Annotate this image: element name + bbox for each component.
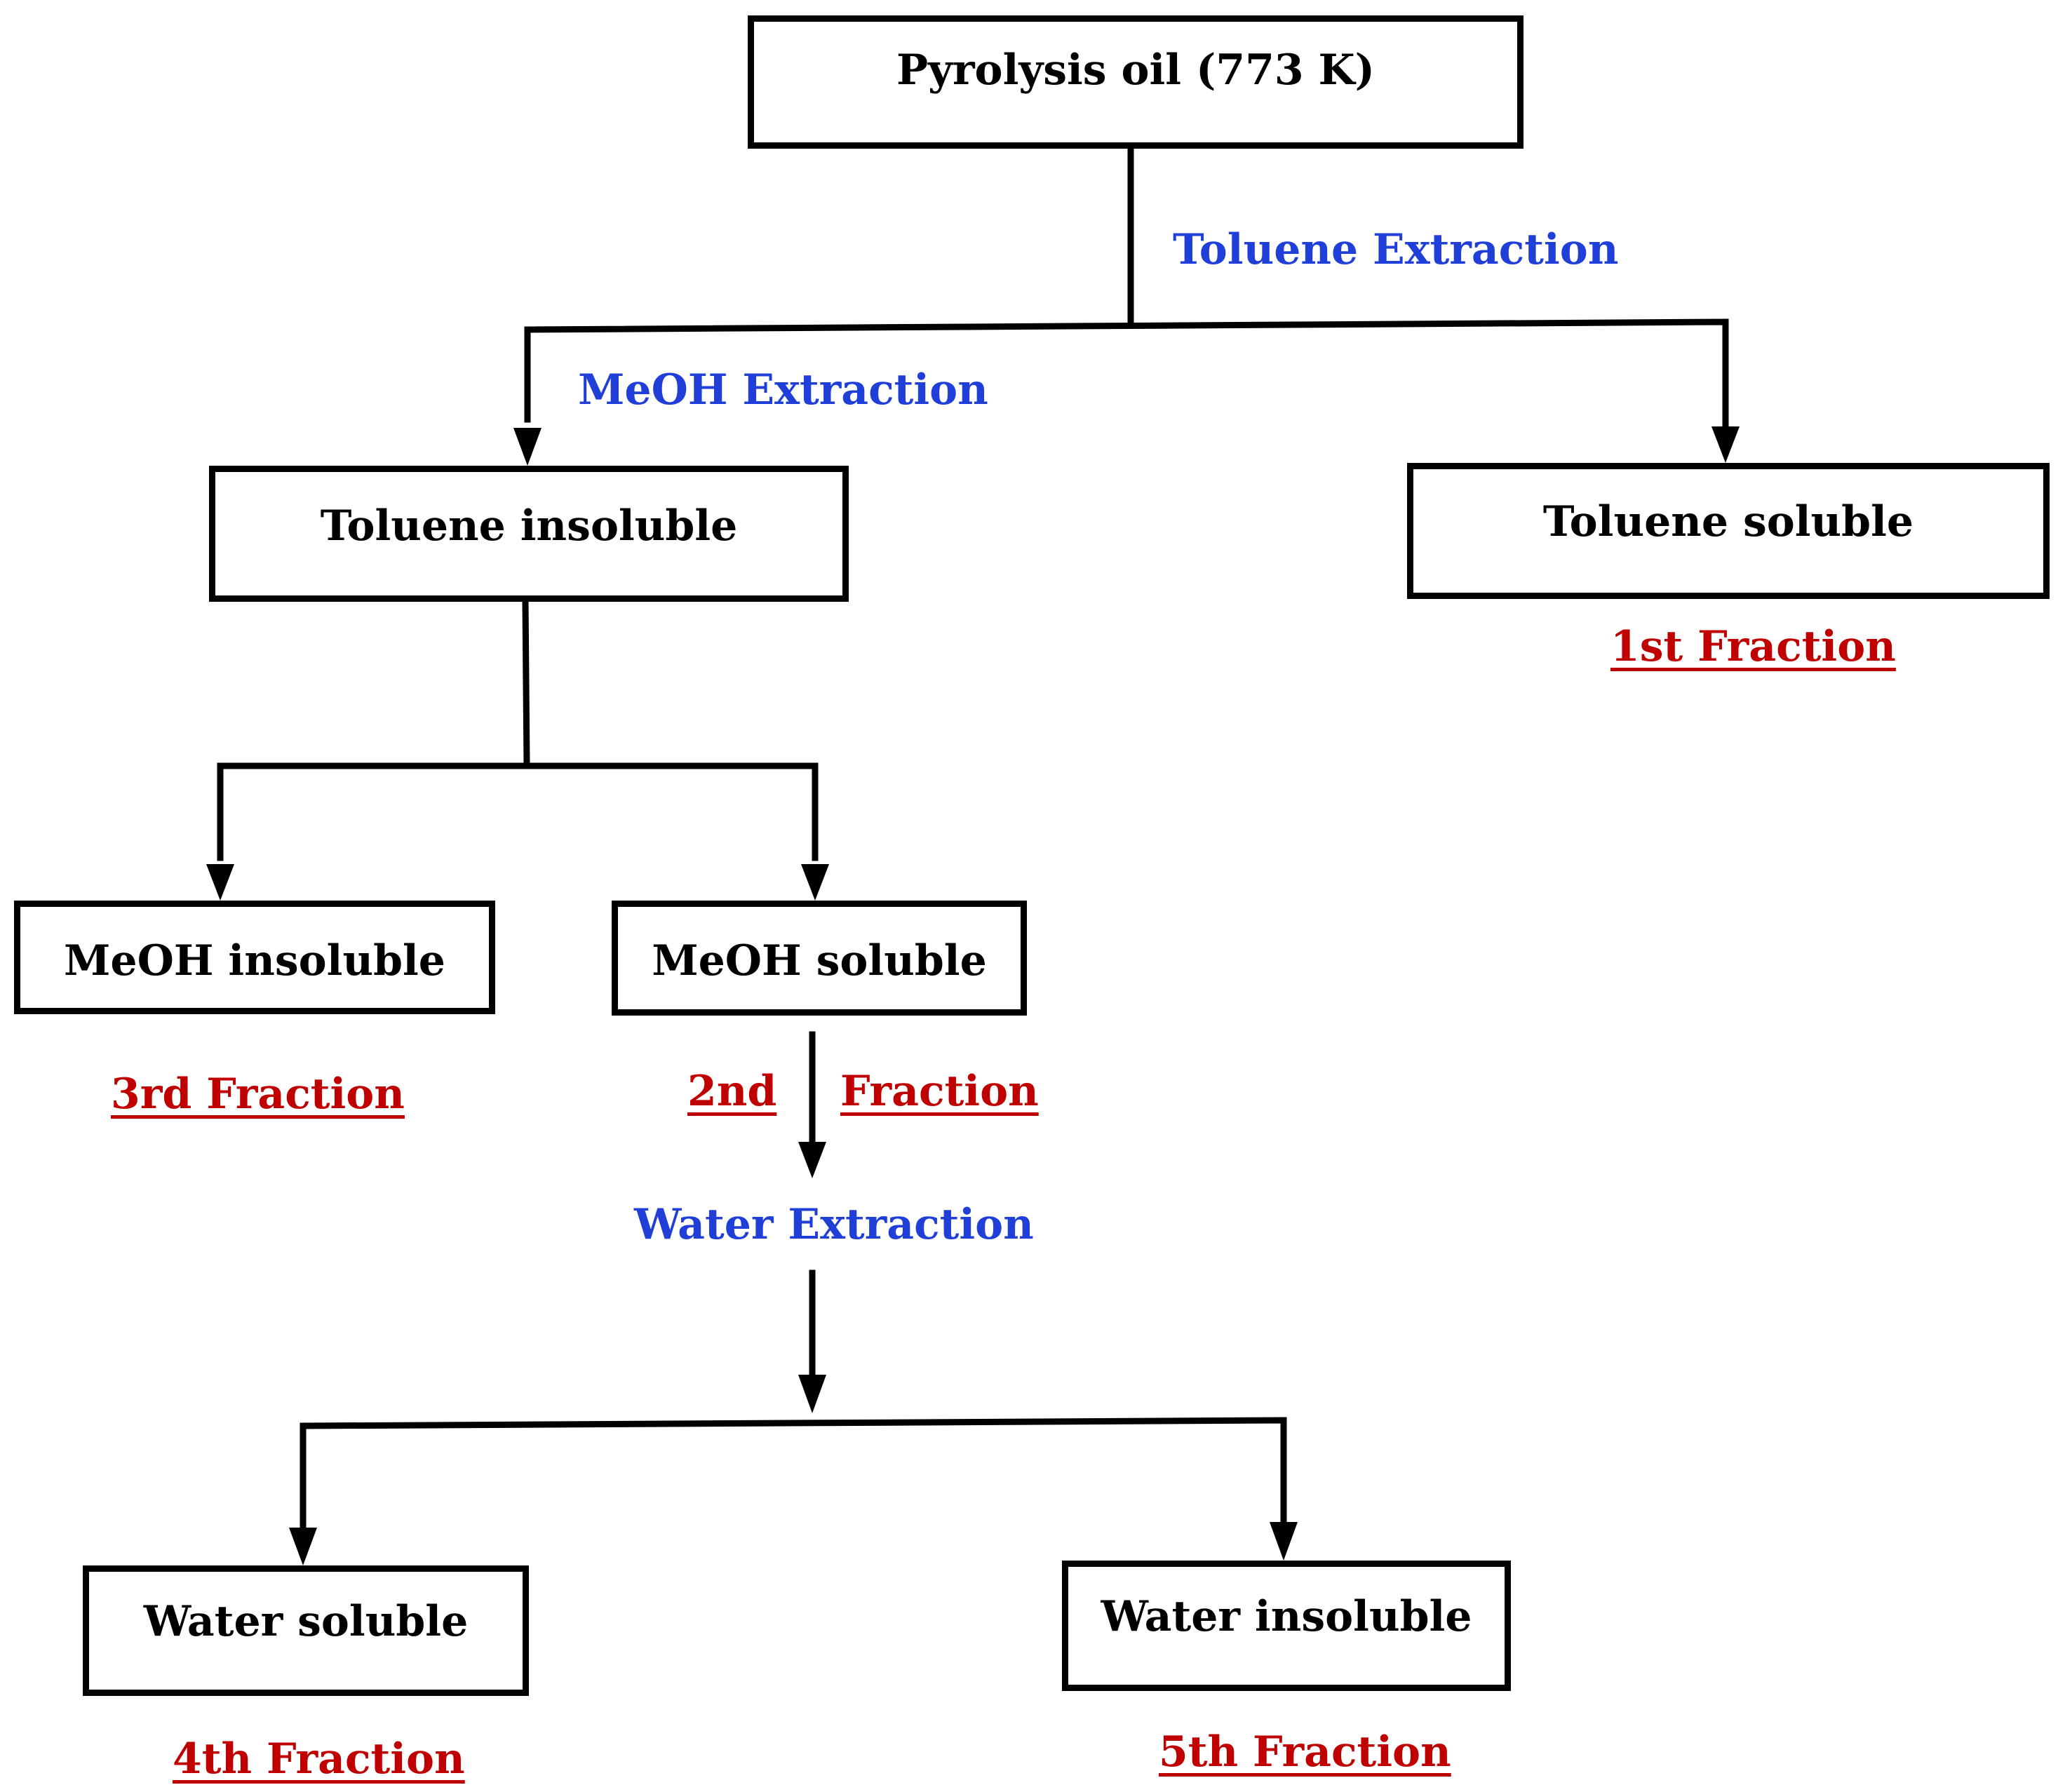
root-node-label: Pyrolysis oil (773 K) — [896, 46, 1375, 95]
fourth-fraction-label: 4th Fraction — [173, 1734, 465, 1784]
meoh-insoluble-label: MeOH insoluble — [64, 936, 445, 985]
toluene-insoluble-label: Toluene insoluble — [320, 501, 738, 551]
water-extraction-label: Water Extraction — [634, 1200, 1034, 1249]
water-soluble-label: Water soluble — [143, 1597, 469, 1646]
second-fraction-word: Fraction — [840, 1067, 1039, 1116]
toluene-soluble-label: Toluene soluble — [1542, 497, 1914, 546]
water-insoluble-box: Water insoluble — [1062, 1561, 1511, 1691]
arrowhead-water-extraction — [798, 1142, 826, 1178]
arrowhead-meoh-insoluble — [206, 864, 234, 901]
water-split-line — [300, 1417, 1287, 1529]
root-node-box: Pyrolysis oil (773 K) — [748, 15, 1523, 149]
meoh-soluble-label: MeOH soluble — [652, 936, 987, 985]
second-fraction-ordinal: 2nd — [687, 1067, 777, 1116]
arrowhead-toluene-insoluble — [513, 428, 542, 466]
meoh-soluble-box: MeOH soluble — [612, 901, 1027, 1016]
water-soluble-box: Water soluble — [83, 1565, 529, 1696]
third-fraction-label: 3rd Fraction — [111, 1070, 405, 1119]
arrowhead-water-split — [798, 1375, 826, 1413]
toluene-soluble-box: Toluene soluble — [1407, 463, 2050, 599]
arrowhead-water-insoluble — [1270, 1522, 1298, 1561]
toluene-insoluble-box: Toluene insoluble — [209, 466, 849, 602]
toluene-extraction-label: Toluene Extraction — [1173, 225, 1619, 274]
first-fraction-label: 1st Fraction — [1610, 622, 1896, 671]
arrowhead-water-soluble — [289, 1528, 317, 1565]
toluene-split-line — [524, 318, 1729, 433]
meoh-split-line — [217, 762, 819, 861]
arrowhead-meoh-soluble — [801, 864, 829, 901]
arrowhead-toluene-soluble — [1711, 426, 1740, 463]
insoluble-trunk-line — [522, 597, 530, 768]
meoh-extraction-label: MeOH Extraction — [578, 365, 988, 415]
water-insoluble-label: Water insoluble — [1101, 1592, 1472, 1641]
fifth-fraction-label: 5th Fraction — [1159, 1727, 1451, 1777]
meoh-insoluble-box: MeOH insoluble — [14, 901, 495, 1014]
